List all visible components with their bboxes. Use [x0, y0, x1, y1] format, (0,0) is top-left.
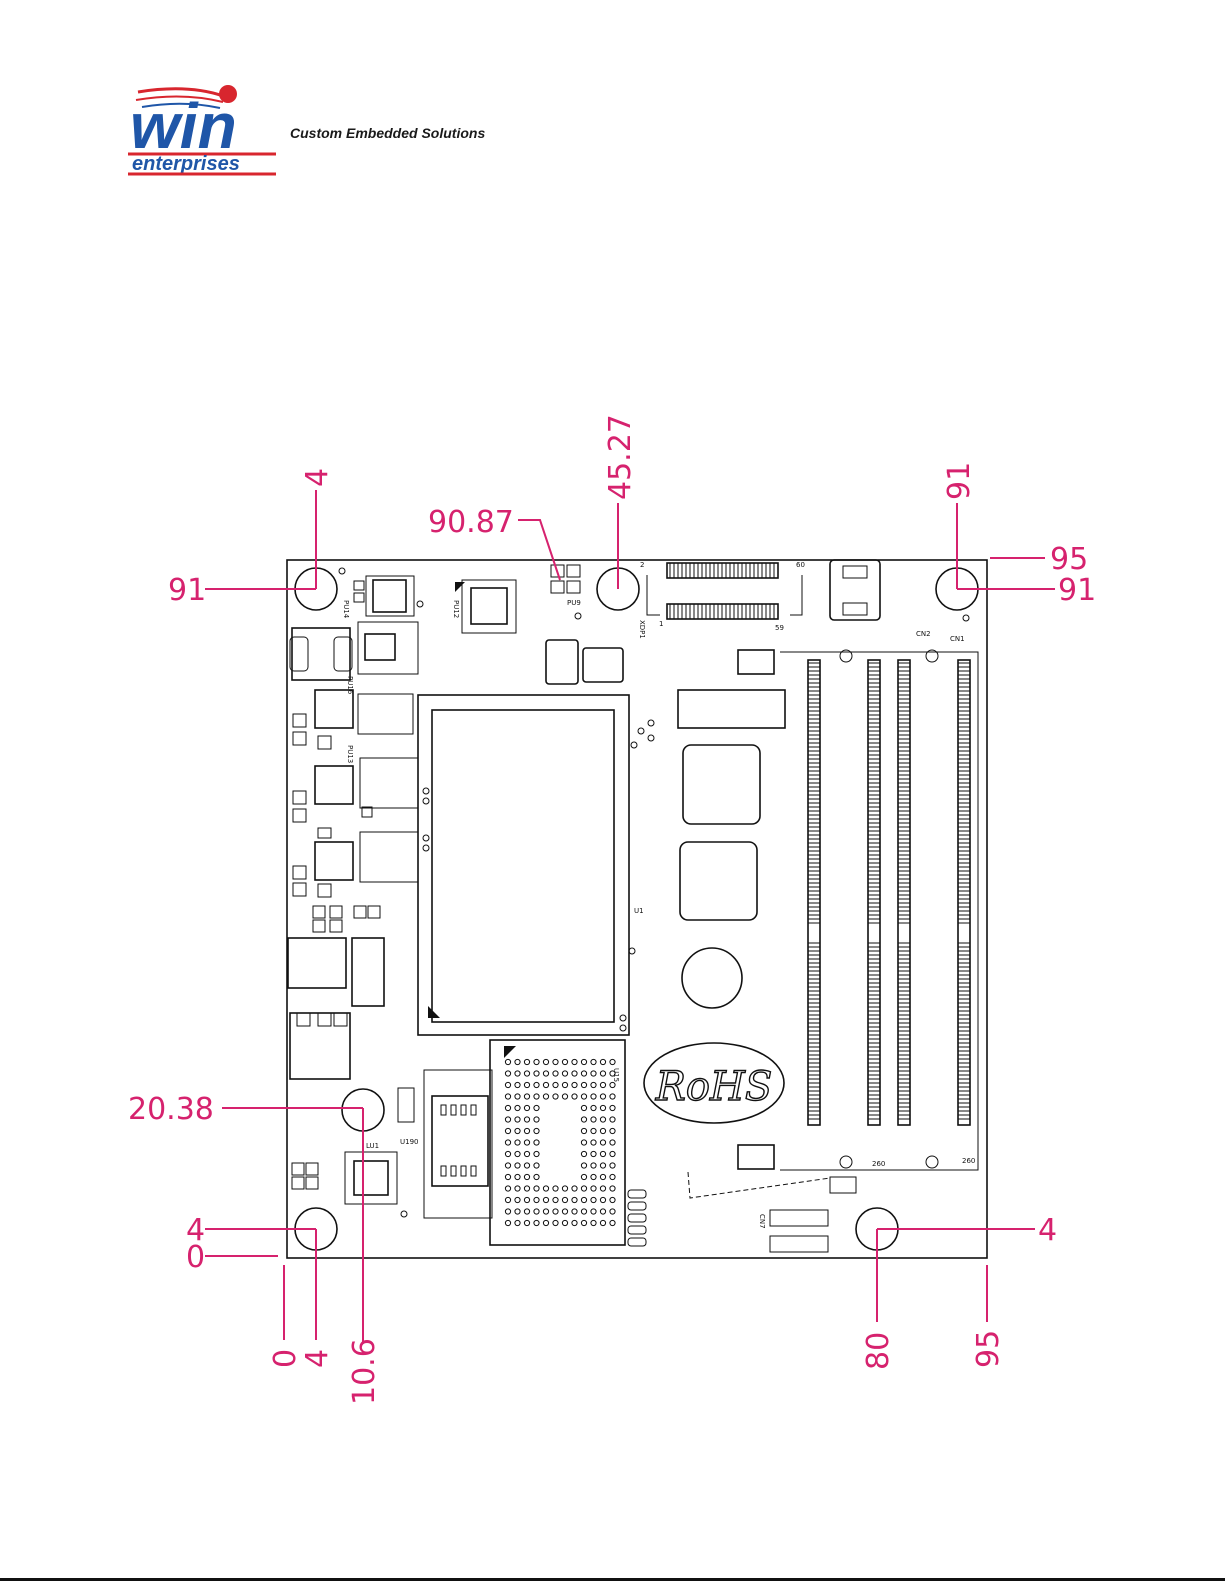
- pu16-chip: [315, 690, 353, 728]
- inductor-2: [288, 938, 346, 988]
- pu-chip-3: [315, 842, 353, 880]
- inductor-3: [290, 1013, 350, 1079]
- cn7-top: [770, 1210, 828, 1226]
- ref-cn1: CN1: [950, 635, 965, 643]
- ref-pin2: 2: [640, 561, 644, 569]
- vias: [339, 568, 969, 1217]
- ref-u1: U1: [634, 907, 644, 915]
- sim-socket-outline: [424, 1070, 492, 1218]
- dim-bottom-10-6: 10.6: [347, 1338, 382, 1405]
- sim-socket: [432, 1096, 488, 1186]
- dim-bottom-95: 95: [971, 1330, 1006, 1368]
- inductor-1: [292, 628, 350, 680]
- ref-pu14: PU14: [342, 600, 350, 619]
- chip-square-1: [683, 745, 760, 824]
- ref-cn2: CN2: [916, 630, 931, 638]
- dim-bottom-0: 0: [268, 1349, 303, 1368]
- ref-lu1: LU1: [366, 1142, 379, 1150]
- dim-top-90-87: 90.87: [428, 505, 514, 540]
- dim-left-0: 0: [186, 1240, 205, 1275]
- rohs-mark: RoHS: [655, 1064, 772, 1110]
- dim-bottom-4: 4: [300, 1349, 335, 1368]
- power-chip-1: [365, 634, 395, 660]
- dim-top-4: 4: [300, 468, 335, 487]
- dim-top-45-27: 45.27: [603, 414, 638, 500]
- ref-xdp1: XDP1: [638, 620, 646, 639]
- middle-cap: [583, 648, 623, 682]
- lu1-chip: [354, 1161, 388, 1195]
- ref-pin59: 59: [775, 624, 784, 632]
- dim-right-91: 91: [1058, 573, 1096, 608]
- ref-pin260: 260: [872, 1160, 885, 1168]
- ref-pu16: PU16: [346, 676, 354, 695]
- ref-u190: U190: [400, 1138, 418, 1146]
- middle-inductor: [546, 640, 578, 684]
- top-right-connector: [830, 560, 880, 620]
- ref-cn7: CN7: [758, 1214, 766, 1229]
- ref-pin1: 1: [659, 620, 663, 628]
- pu13-chip: [315, 766, 353, 804]
- round-component: [682, 948, 742, 1008]
- dim-left-91: 91: [168, 573, 206, 608]
- dim-right-4: 4: [1038, 1213, 1057, 1248]
- dimm-latch-bottom: [738, 1145, 774, 1169]
- footer-rule: [0, 1578, 1225, 1581]
- pu12-chip: [471, 588, 507, 624]
- cn7-bottom: [770, 1236, 828, 1252]
- ref-pu13: PU13: [346, 745, 354, 763]
- dim-bottom-80: 80: [861, 1332, 896, 1370]
- crystal-block: [352, 938, 384, 1006]
- dimm-latch-top: [738, 650, 774, 674]
- dim-left-20-38: 20.38: [128, 1092, 214, 1127]
- u1-soc-outline: [418, 695, 629, 1035]
- ref-pin60: 60: [796, 561, 805, 569]
- pu14-chip: [373, 580, 406, 612]
- top-ic-rect: [678, 690, 785, 728]
- ref-pu9: PU9: [567, 599, 581, 607]
- ref-pin260b: 260: [962, 1157, 975, 1165]
- chip-square-2: [680, 842, 757, 920]
- dim-right-95: 95: [1050, 542, 1088, 577]
- ref-pu12: PU12: [452, 600, 460, 618]
- dim-top-91: 91: [942, 462, 977, 500]
- ref-u15: U15: [612, 1068, 620, 1082]
- u1-soc-die: [432, 710, 614, 1022]
